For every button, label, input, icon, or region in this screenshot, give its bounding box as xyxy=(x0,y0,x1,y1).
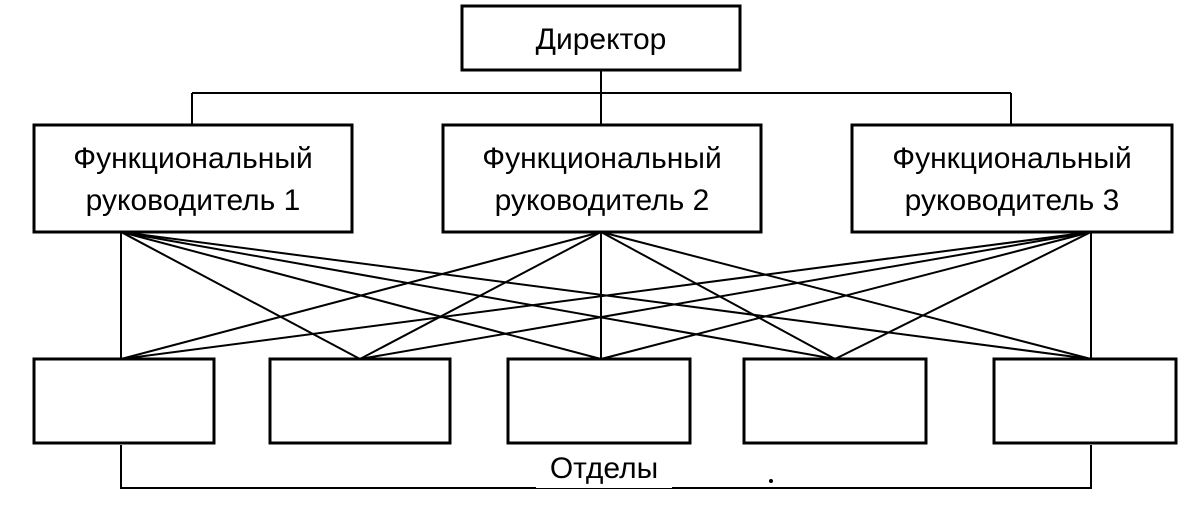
director-node: Директор xyxy=(460,4,742,72)
department-box-4 xyxy=(742,357,928,445)
link-manager-3-to-department-1 xyxy=(120,231,1092,360)
manager-node-3: Функциональный руководитель 3 xyxy=(850,123,1174,234)
department-nodes xyxy=(32,357,1178,445)
link-manager-2-to-department-4 xyxy=(600,231,836,360)
department-box-5 xyxy=(992,357,1178,445)
manager-node-2: Функциональный руководитель 2 xyxy=(441,123,763,234)
manager-1-label-line1: Функциональный xyxy=(73,142,312,175)
stray-dot xyxy=(769,479,773,483)
director-label: Директор xyxy=(536,23,667,56)
departments-label-bg xyxy=(536,448,672,488)
link-manager-2-to-department-2 xyxy=(359,231,602,360)
manager-department-links xyxy=(120,231,1092,360)
link-manager-3-to-department-2 xyxy=(359,231,1092,360)
link-manager-2-to-department-1 xyxy=(120,231,602,360)
director-connectors xyxy=(191,70,1012,125)
link-manager-1-to-department-2 xyxy=(120,231,361,360)
link-manager-1-to-department-4 xyxy=(120,231,836,360)
manager-box-3 xyxy=(850,123,1174,234)
manager-2-label-line2: руководитель 2 xyxy=(495,184,710,217)
department-box-1 xyxy=(32,357,216,445)
manager-box-2 xyxy=(441,123,763,234)
manager-2-label-line1: Функциональный xyxy=(482,142,721,175)
manager-box-1 xyxy=(32,123,354,234)
manager-1-label-line2: руководитель 1 xyxy=(86,184,301,217)
link-manager-3-to-department-3 xyxy=(600,231,1092,360)
departments-label-group: Отделы xyxy=(536,448,672,488)
departments-label: Отделы xyxy=(550,452,658,485)
manager-node-1: Функциональный руководитель 1 xyxy=(32,123,354,234)
department-box-3 xyxy=(506,357,692,445)
manager-3-label-line2: руководитель 3 xyxy=(905,184,1120,217)
department-box-2 xyxy=(268,357,452,445)
manager-3-label-line1: Функциональный xyxy=(892,142,1131,175)
link-manager-3-to-department-4 xyxy=(834,231,1092,360)
director-box xyxy=(460,4,742,72)
